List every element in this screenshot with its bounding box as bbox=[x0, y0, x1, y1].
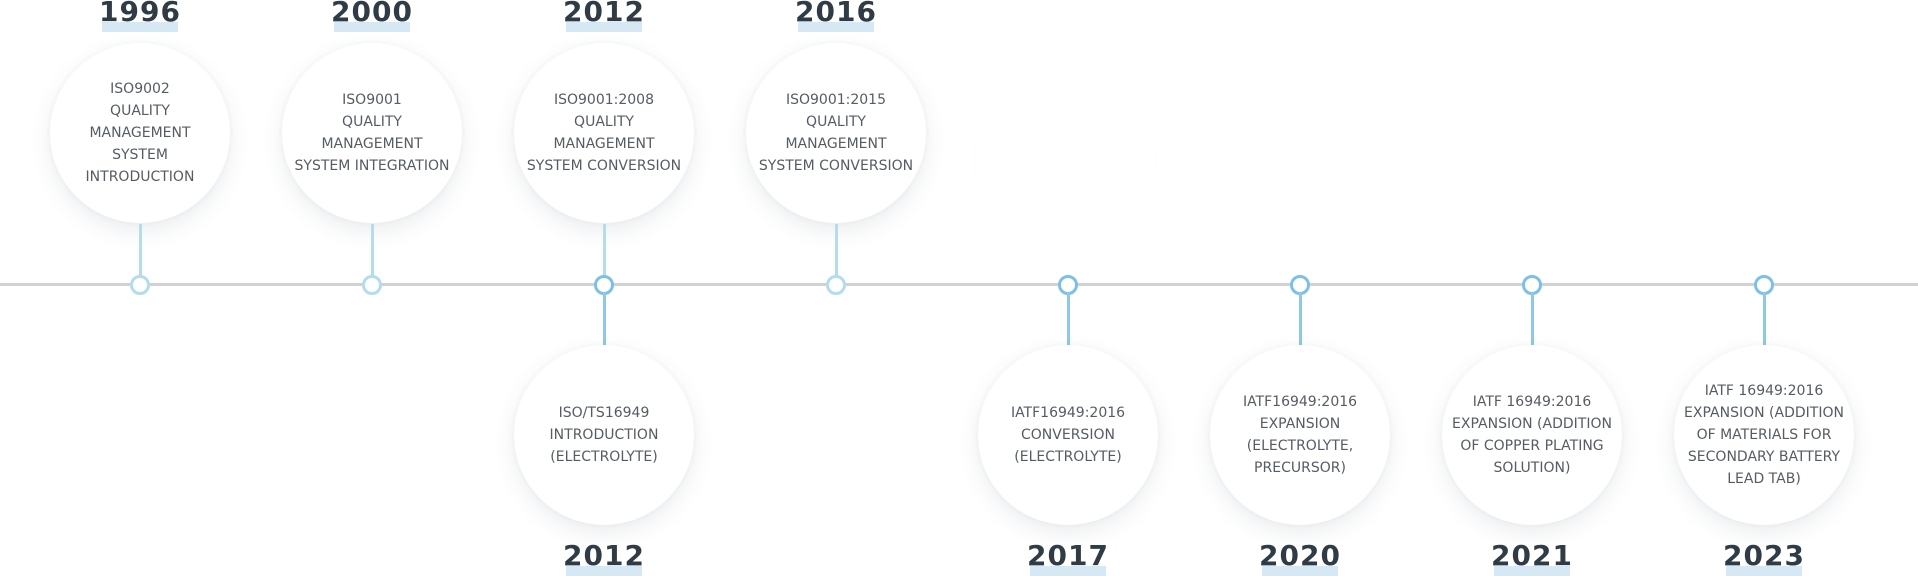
year-label-bottom-2023: 2023 bbox=[1684, 540, 1844, 576]
milestone-circle-bottom-2021: IATF 16949:2016 EXPANSION (ADDITION OF C… bbox=[1442, 345, 1622, 525]
milestone-text: IATF 16949:2016 EXPANSION (ADDITION OF C… bbox=[1452, 394, 1612, 476]
milestone-text: ISO9002 QUALITY MANAGEMENT SYSTEM INTROD… bbox=[85, 81, 195, 185]
milestone-circle-top-2000: ISO9001 QUALITY MANAGEMENT SYSTEM INTEGR… bbox=[282, 43, 462, 223]
year-label-bottom-2012: 2012 bbox=[524, 540, 684, 576]
connector-stem bbox=[139, 224, 142, 277]
milestone-text: ISO/TS16949 INTRODUCTION (ELECTROLYTE) bbox=[549, 405, 659, 465]
connector-stem bbox=[371, 224, 374, 277]
decorative-ghost-circle bbox=[975, 68, 1155, 248]
connector-stem bbox=[1763, 292, 1766, 345]
year-label-top-2016: 2016 bbox=[756, 0, 916, 32]
connector-stem bbox=[835, 224, 838, 277]
milestone-text: IATF16949:2016 CONVERSION (ELECTROLYTE) bbox=[1010, 405, 1126, 465]
connector-stem bbox=[1299, 292, 1302, 345]
timeline-dot-1996 bbox=[130, 275, 150, 295]
connector-stem bbox=[1067, 292, 1070, 345]
milestone-circle-bottom-2012: ISO/TS16949 INTRODUCTION (ELECTROLYTE) bbox=[514, 345, 694, 525]
milestone-circle-top-1996: ISO9002 QUALITY MANAGEMENT SYSTEM INTROD… bbox=[50, 43, 230, 223]
year-label-top-2012: 2012 bbox=[524, 0, 684, 32]
connector-stem bbox=[603, 292, 606, 345]
timeline-line bbox=[0, 283, 1918, 286]
timeline-dot-2000 bbox=[362, 275, 382, 295]
milestone-text: ISO9001:2008 QUALITY MANAGEMENT SYSTEM C… bbox=[526, 92, 682, 174]
year-label-top-2000: 2000 bbox=[292, 0, 452, 32]
milestone-circle-bottom-2017: IATF16949:2016 CONVERSION (ELECTROLYTE) bbox=[978, 345, 1158, 525]
milestone-text: ISO9001 QUALITY MANAGEMENT SYSTEM INTEGR… bbox=[294, 92, 450, 174]
year-label-bottom-2021: 2021 bbox=[1452, 540, 1612, 576]
milestone-text: IATF 16949:2016 EXPANSION (ADDITION OF M… bbox=[1684, 383, 1844, 487]
connector-stem bbox=[603, 224, 606, 277]
year-label-top-1996: 1996 bbox=[60, 0, 220, 32]
milestone-text: IATF16949:2016 EXPANSION (ELECTROLYTE, P… bbox=[1242, 394, 1358, 476]
milestone-circle-bottom-2023: IATF 16949:2016 EXPANSION (ADDITION OF M… bbox=[1674, 345, 1854, 525]
milestone-text: ISO9001:2015 QUALITY MANAGEMENT SYSTEM C… bbox=[758, 92, 914, 174]
milestone-circle-top-2012: ISO9001:2008 QUALITY MANAGEMENT SYSTEM C… bbox=[514, 43, 694, 223]
milestone-circle-top-2016: ISO9001:2015 QUALITY MANAGEMENT SYSTEM C… bbox=[746, 43, 926, 223]
year-label-bottom-2017: 2017 bbox=[988, 540, 1148, 576]
year-label-bottom-2020: 2020 bbox=[1220, 540, 1380, 576]
milestone-circle-bottom-2020: IATF16949:2016 EXPANSION (ELECTROLYTE, P… bbox=[1210, 345, 1390, 525]
connector-stem bbox=[1531, 292, 1534, 345]
timeline-dot-2016 bbox=[826, 275, 846, 295]
